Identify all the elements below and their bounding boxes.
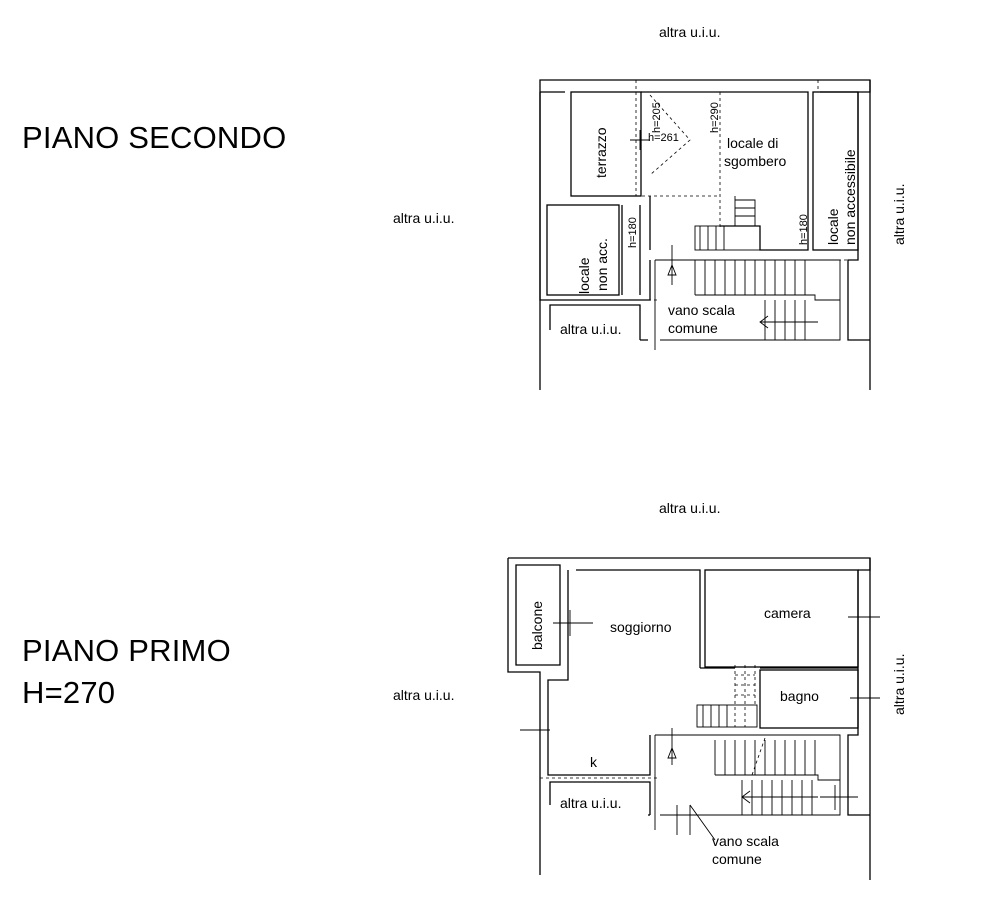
- second-stair-label-line2: comune: [668, 320, 718, 336]
- second-right-neighbor: altra u.i.u.: [891, 184, 907, 245]
- kitchen-label: k: [590, 754, 598, 770]
- first-left-neighbor: altra u.i.u.: [393, 687, 454, 703]
- first-internal-stair: [696, 665, 758, 728]
- storage-label-line2: sgombero: [724, 153, 786, 169]
- storage-label-line1: locale di: [727, 135, 778, 151]
- second-left-neighbor: altra u.i.u.: [393, 210, 454, 226]
- first-floor-plan: altra u.i.u. altra u.i.u. altra u.i.u. a…: [393, 500, 907, 880]
- second-common-stair: [654, 259, 841, 350]
- nonacc-label-line2: non accessibile: [842, 149, 858, 245]
- living-label: soggiorno: [610, 619, 672, 635]
- second-stair-label-line1: vano scala: [668, 302, 735, 318]
- nonacc-label-line1: locale: [825, 208, 841, 245]
- first-common-stair: [654, 734, 858, 830]
- height-180-left: h=180: [627, 217, 639, 248]
- second-bottom-neighbor: altra u.i.u.: [560, 321, 621, 337]
- bathroom-label: bagno: [780, 688, 819, 704]
- height-261: h=261: [648, 132, 679, 144]
- second-top-neighbor: altra u.i.u.: [659, 24, 720, 40]
- first-bottom-neighbor: altra u.i.u.: [560, 795, 621, 811]
- terrace-room: [570, 91, 642, 197]
- first-stair-label-line1: vano scala: [712, 833, 779, 849]
- first-floor-height: H=270: [22, 675, 116, 710]
- small-nonacc-label-line2: non acc.: [594, 238, 610, 291]
- height-290: h=290: [709, 102, 721, 133]
- first-floor-title: PIANO PRIMO: [22, 633, 231, 668]
- height-180-right: h=180: [798, 214, 810, 245]
- nonaccessible-room: [812, 91, 859, 251]
- second-floor-plan: altra u.i.u. altra u.i.u. altra u.i.u. a…: [393, 24, 907, 390]
- first-right-neighbor: altra u.i.u.: [891, 654, 907, 715]
- small-nonacc-label-line1: locale: [576, 257, 592, 294]
- first-stair-label-line2: comune: [712, 851, 762, 867]
- second-floor-title: PIANO SECONDO: [22, 120, 287, 155]
- balcony: [515, 564, 561, 666]
- bedroom-label: camera: [764, 605, 811, 621]
- balcony-label: balcone: [529, 601, 545, 650]
- first-top-neighbor: altra u.i.u.: [659, 500, 720, 516]
- height-205: h=205: [651, 102, 663, 133]
- small-nonacc-room: [546, 204, 620, 296]
- terrace-label: terrazzo: [593, 127, 609, 178]
